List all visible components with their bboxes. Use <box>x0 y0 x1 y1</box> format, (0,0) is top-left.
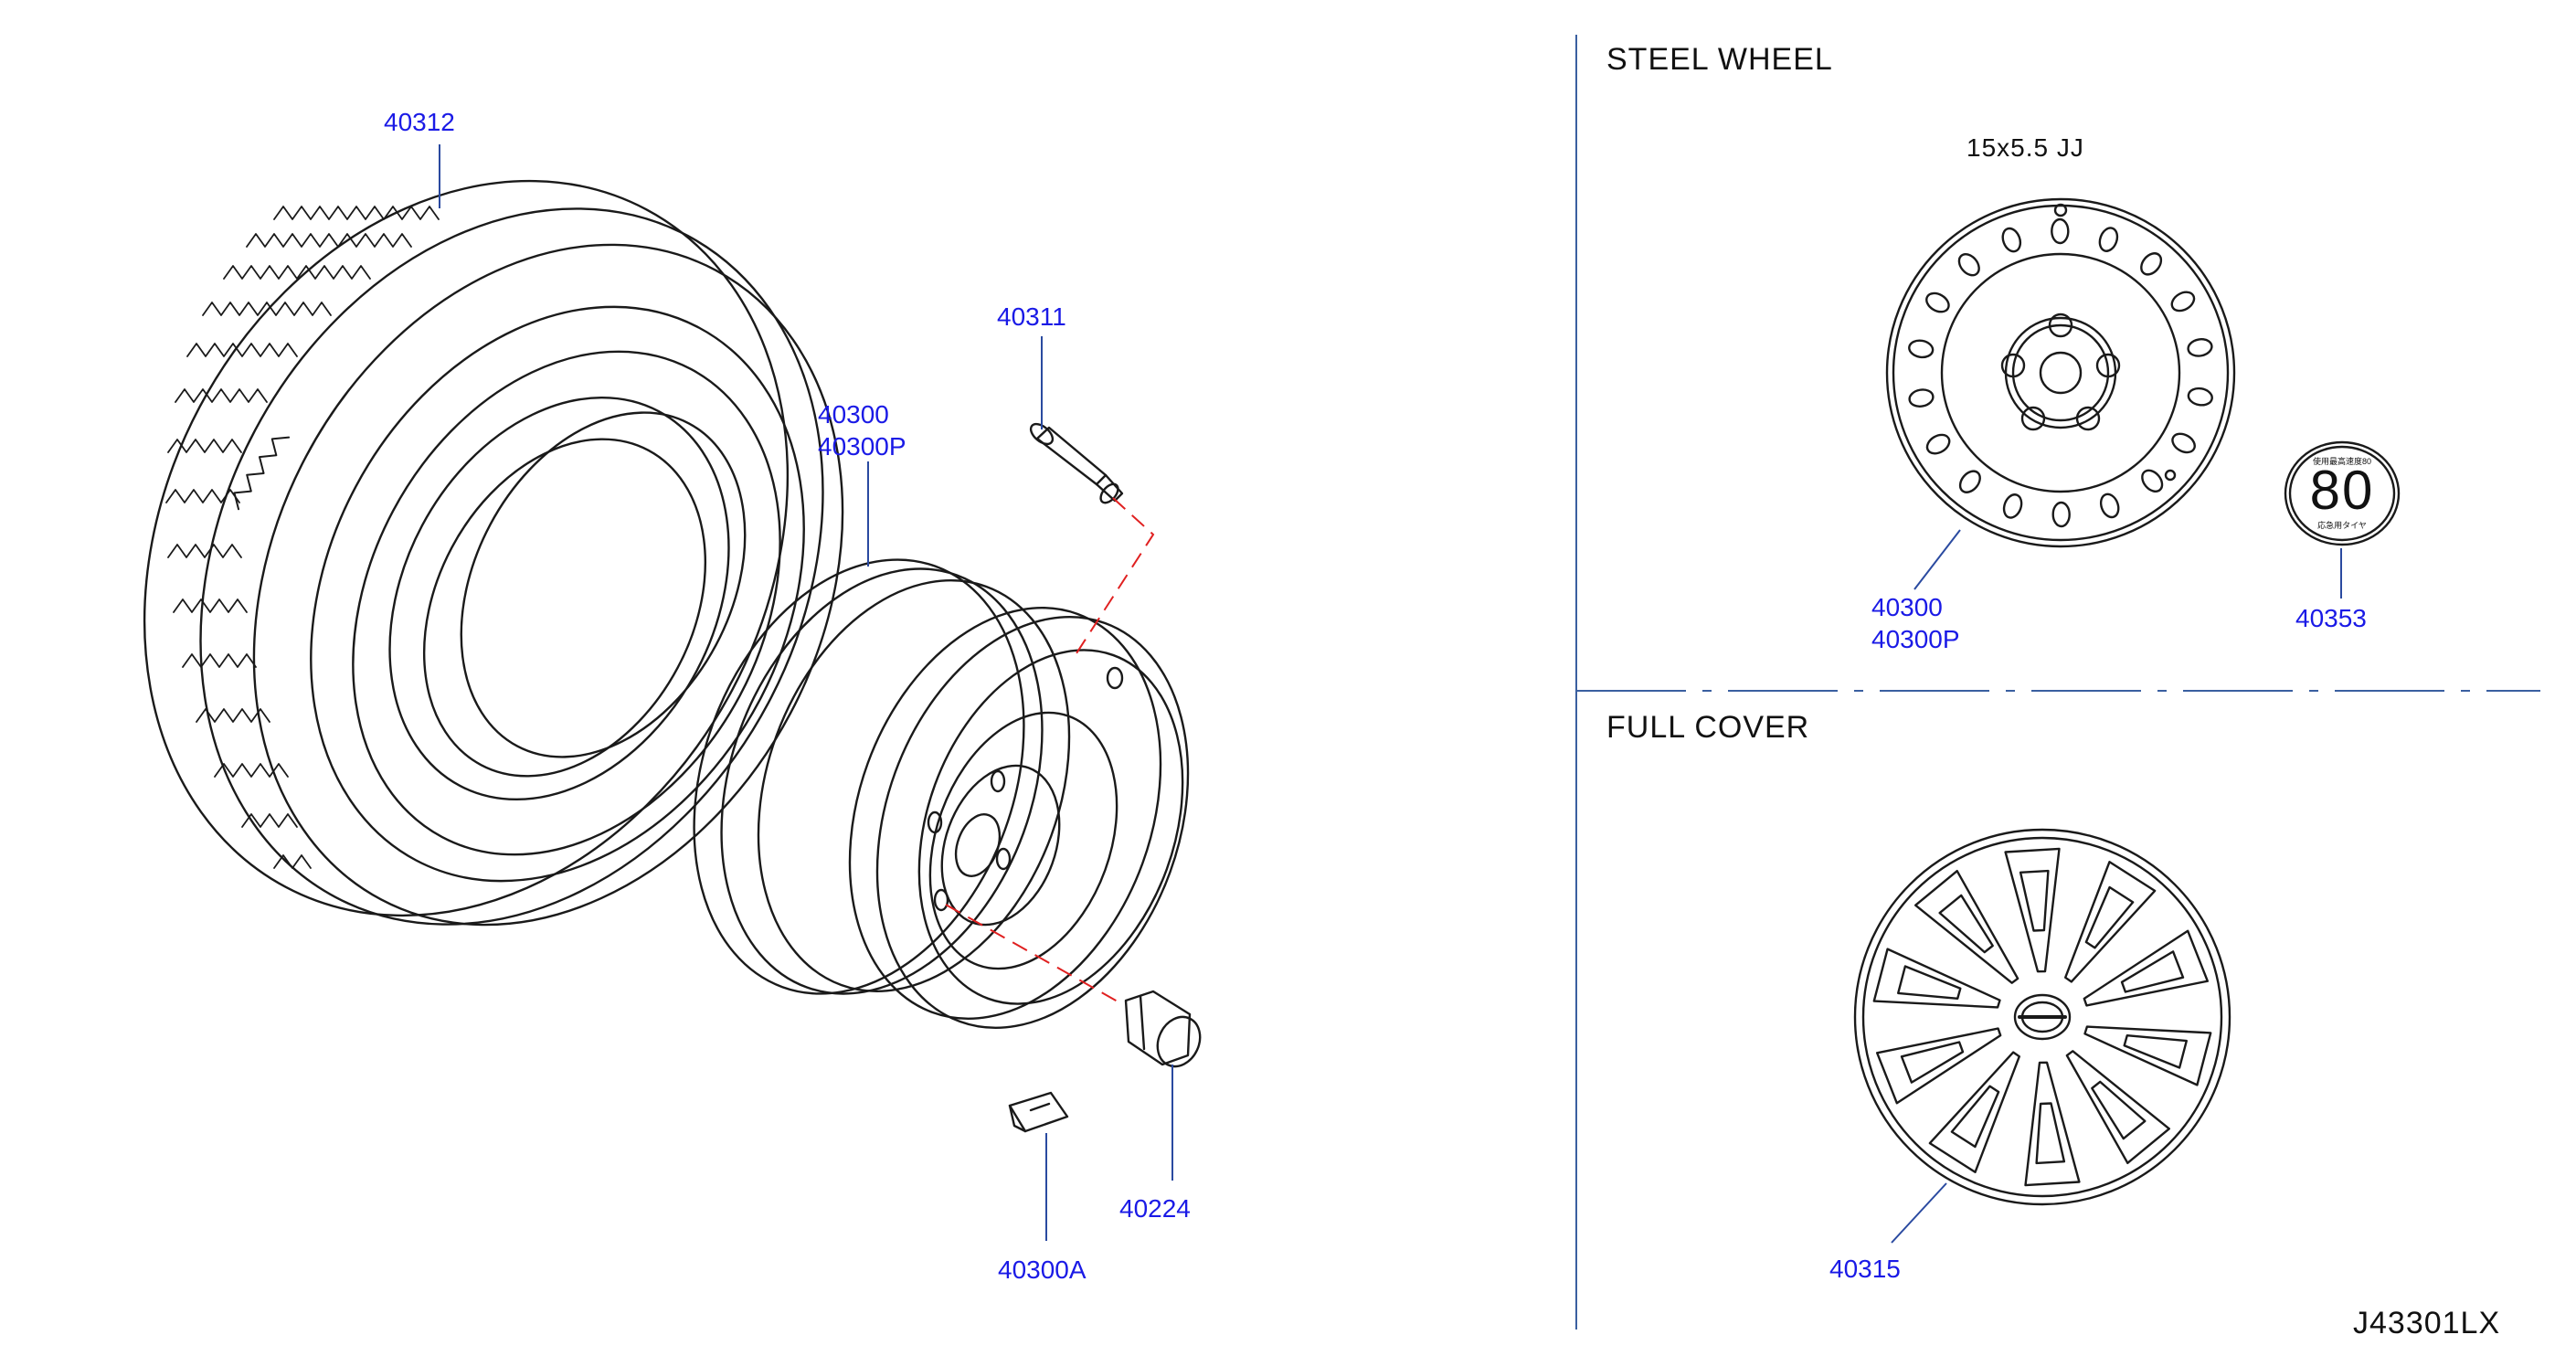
cover-spoke <box>1876 1027 2002 1105</box>
part-label-speed-sticker[interactable]: 40353 <box>2295 604 2367 632</box>
wheel-vent-hole <box>1908 388 1935 408</box>
cover-spoke <box>2004 847 2061 973</box>
part-label-valve[interactable]: 40311 <box>997 302 1066 331</box>
sticker-top-text: 使用最高速度80 <box>2312 457 2371 466</box>
wheel-vent-hole <box>1957 253 1980 277</box>
sticker-bottom-text: 応急用タイヤ <box>2317 521 2367 530</box>
cover-spoke-recess <box>2123 1034 2188 1069</box>
cover-spoke <box>2083 1025 2212 1086</box>
wheel-vent-hole <box>1925 291 1950 313</box>
wheel-vent-hole <box>2051 217 2070 245</box>
steel-wheel-drawing <box>693 558 1190 1029</box>
part-label-balance-weight[interactable]: 40300A <box>998 1255 1087 1284</box>
wheel-vent-hole <box>2187 338 2213 357</box>
cover-spoke-recess <box>2084 885 2135 949</box>
wheel-vent-hole <box>1908 339 1935 359</box>
cover-spoke-recess <box>2019 869 2050 932</box>
wheel-vent-hole <box>2171 432 2196 454</box>
wheel-vent-hole <box>2001 227 2022 253</box>
leader-lines <box>439 144 2342 1244</box>
wheel-vent-hole <box>2099 493 2120 519</box>
part-label-wheel[interactable]: 40300 <box>818 400 889 429</box>
wheel-vent-hole <box>2002 493 2023 519</box>
cover-spoke <box>2024 1061 2081 1187</box>
diagram-code: J43301LX <box>2353 1306 2501 1340</box>
part-label-wheel-side[interactable]: 40300 <box>1871 593 1943 621</box>
wheel-size-spec: 15x5.5 JJ <box>1966 133 2084 162</box>
cover-spoke-recess <box>1900 1041 1965 1084</box>
wheel-vent-hole <box>2187 387 2213 407</box>
valve-stem-drawing <box>1029 422 1124 504</box>
section-title-steel-wheel: STEEL WHEEL <box>1606 42 1833 77</box>
full-wheel-cover-drawing <box>1853 828 2231 1206</box>
cover-spoke-recess <box>2035 1102 2066 1165</box>
wheel-vent-hole <box>1925 433 1951 455</box>
speed-label-sticker-drawing <box>2284 440 2401 546</box>
wheel-vent-hole <box>2170 291 2196 313</box>
cover-spoke-recess <box>1938 894 1994 954</box>
part-label-nut[interactable]: 40224 <box>1119 1194 1191 1223</box>
wheel-vent-hole <box>2098 227 2119 252</box>
cover-spoke <box>1928 1051 2020 1173</box>
part-label-tire[interactable]: 40312 <box>384 108 455 136</box>
section-title-full-cover: FULL COVER <box>1606 710 1810 745</box>
steel-wheel-front-view <box>1885 197 2236 548</box>
cover-spoke-recess <box>2120 950 2185 993</box>
cover-spoke <box>1872 948 2001 1009</box>
cover-spoke-recess <box>1950 1085 2000 1149</box>
assembly-lines <box>945 497 1155 1006</box>
cover-spoke <box>2065 1050 2170 1164</box>
cover-spoke <box>2083 929 2209 1007</box>
part-label-wheel-cover[interactable]: 40315 <box>1829 1255 1901 1283</box>
cover-spoke-recess <box>2091 1080 2147 1140</box>
part-label-wheel-p[interactable]: 40300P <box>818 432 906 461</box>
wheel-vent-hole <box>2051 501 2071 528</box>
part-label-wheel-side-p[interactable]: 40300P <box>1871 625 1960 653</box>
cover-spoke <box>1914 870 2019 984</box>
cover-spoke <box>2064 861 2157 983</box>
wheel-vent-hole <box>2140 252 2163 276</box>
sticker-number: 80 <box>2309 460 2375 521</box>
tire-drawing <box>143 179 844 927</box>
wheel-vent-hole <box>1958 470 1981 493</box>
balance-weight-drawing <box>1008 1091 1069 1133</box>
wheel-vent-hole <box>2141 469 2164 493</box>
cover-spoke-recess <box>1897 965 1962 1000</box>
wheel-nut-drawing <box>1124 990 1202 1068</box>
section-dividers <box>1575 35 2540 1330</box>
